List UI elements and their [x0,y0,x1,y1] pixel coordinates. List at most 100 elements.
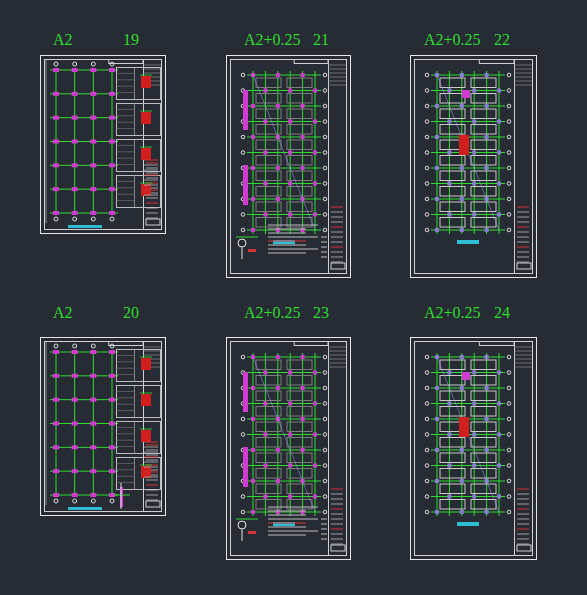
column-mark [109,350,115,354]
opening-mark [459,417,469,437]
axis-bubble [241,355,245,359]
sheet-inner-border [231,60,347,274]
column-mark [109,398,115,402]
slab-outline [471,171,496,181]
sheet-drawing [227,56,351,278]
sheet-number: 23 [313,304,329,322]
drawing-line [517,237,529,238]
axis-bubble [507,104,511,108]
slab-outline [256,484,281,494]
slab-outline [256,140,281,150]
drawing-line [517,217,529,218]
paper-size: A2+0.25 [424,304,481,322]
slab-outline [256,469,281,479]
drawing-line [331,222,343,223]
drawing-line [321,534,327,535]
column-mark [497,371,501,375]
column-mark [301,166,305,170]
drawing-line [247,137,321,138]
column-mark [288,151,292,155]
axis-bubble [241,510,245,514]
drawing-line [517,494,529,495]
drawing-line [328,65,346,66]
axis-bubble [425,355,429,359]
column-mark [53,92,59,96]
column-mark [109,116,115,120]
drawing-line [116,73,134,74]
axis-bubble [323,213,327,217]
drawing-line [514,363,532,364]
column-mark [90,140,96,144]
axis-bubble [91,499,95,503]
slab-outline [287,407,312,417]
column-mark [313,89,317,93]
column-mark [435,166,439,170]
column-mark [72,187,78,191]
edge-beam [243,447,248,487]
drawing-line [514,77,532,78]
section-mark [141,112,151,124]
sheet-inner-border [415,342,533,556]
drawing-line [321,242,327,243]
column-mark [263,182,267,186]
drawing-line [134,103,135,135]
drawing-line [268,535,306,536]
paper-size: A2+0.25 [244,304,301,322]
column-mark [472,182,476,186]
drawing-line [50,213,118,214]
drawing-line [517,519,529,520]
axis-bubble [323,355,327,359]
axis-bubble [54,499,58,503]
column-mark [288,371,292,375]
drawing-line [116,374,134,375]
column-mark [301,104,305,108]
column-mark [435,104,439,108]
column-mark [276,104,280,108]
column-mark [313,151,317,155]
drawing-line [321,247,327,248]
column-mark [72,422,78,426]
axis-bubble [110,217,114,221]
drawing-line [50,141,118,142]
column-mark [72,116,78,120]
sheet-drawing [227,338,351,560]
column-mark [288,402,292,406]
title-stamp [146,219,160,225]
drawing-line [517,524,529,525]
drawing-line [431,168,505,169]
drawing-line [146,500,158,501]
drawing-line [328,363,346,364]
axis-bubble [425,448,429,452]
drawing-line [253,75,315,230]
column-mark [301,417,305,421]
axis-bubble [54,344,58,348]
column-mark [301,73,305,77]
axis-bubble [507,371,511,375]
column-mark [313,495,317,499]
column-mark [313,433,317,437]
drawing-line [431,230,505,231]
column-mark [53,187,59,191]
column-mark [447,213,451,217]
sheet-drawing [411,56,537,278]
paper-size: A2+0.25 [424,31,481,49]
drawing-line [116,86,134,87]
axis-bubble [507,495,511,499]
drawing-line [253,357,315,512]
column-mark [447,402,451,406]
slab-outline [440,78,465,88]
drawing-line [146,218,158,219]
column-mark [276,448,280,452]
scale-bar [457,240,479,244]
sheet-drawing [41,56,166,234]
slab-outline [440,469,465,479]
sheet-number: 22 [494,31,510,49]
column-mark [263,371,267,375]
drawing-line [140,75,152,76]
drawing-line [517,504,529,505]
slab-outline [471,156,496,166]
axis-bubble [241,495,245,499]
drawing-line [268,531,318,532]
column-mark [53,445,59,449]
drawing-line [236,519,258,520]
